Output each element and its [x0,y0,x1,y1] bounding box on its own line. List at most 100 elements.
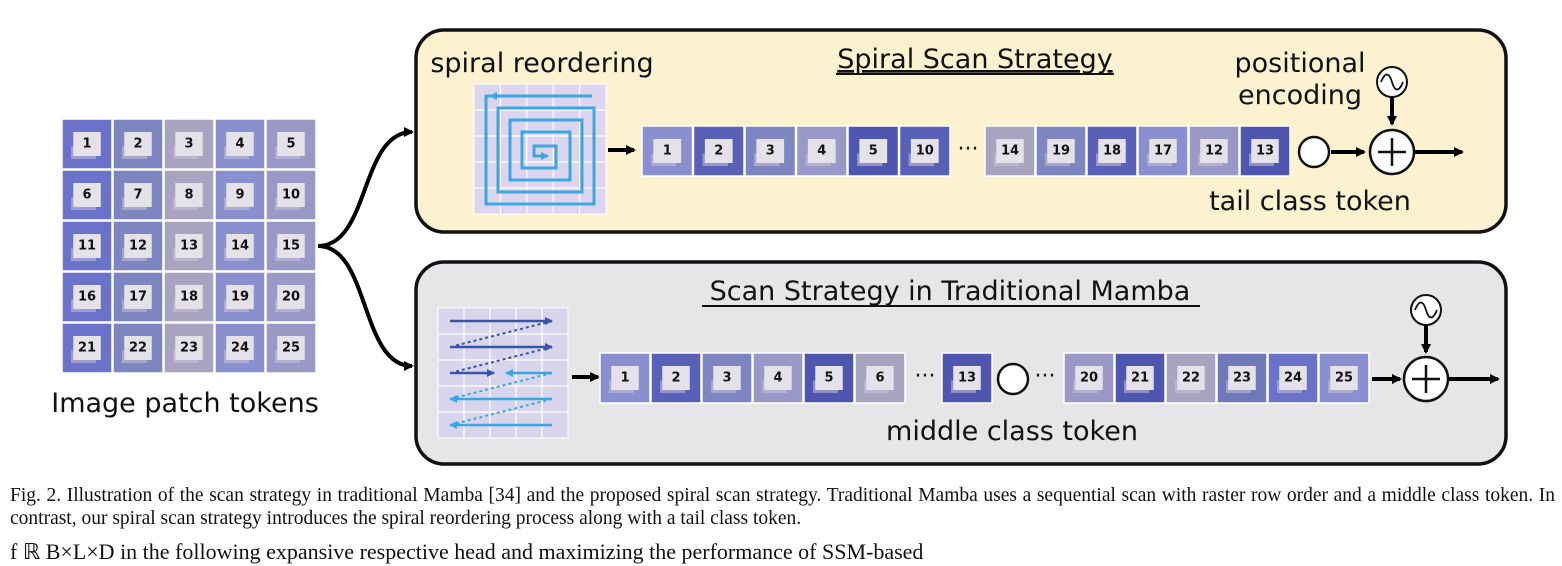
patch-number: 17 [129,290,147,305]
patch-tile: 13 [163,220,215,272]
tail-class-token [1297,135,1331,169]
branch-arrow-top [317,127,414,248]
sequence-token: 23 [1216,352,1268,404]
patch-number: 12 [129,239,147,254]
patch-number: 24 [1284,371,1302,386]
patch-number: 10 [916,144,934,159]
middle-class-token [996,362,1030,396]
traditional-ellipsis-1: ··· [915,364,936,389]
patch-number: 12 [1205,144,1223,159]
patch-number: 21 [1131,371,1149,386]
patch-tile: 3 [163,118,215,170]
patch-number: 19 [1052,144,1070,159]
sequence-token: 3 [744,125,797,177]
patch-tile: 2 [112,118,164,170]
patch-number: 16 [78,290,96,305]
spiral-reordering-label: spiral reordering [430,48,653,79]
patch-number: 18 [180,290,198,305]
patch-tile: 9 [214,169,266,221]
sequence-token: 24 [1267,352,1319,404]
sequence-token: 22 [1165,352,1217,404]
patch-number: 3 [766,144,775,159]
patch-number: 14 [1001,144,1019,159]
traditional-ellipsis-2: ··· [1035,364,1056,389]
sequence-token: 4 [795,125,848,177]
patch-tile: 22 [112,322,164,374]
sequence-token: 25 [1318,352,1370,404]
sequence-token: 2 [650,352,702,404]
patch-tile: 8 [163,169,215,221]
patch-number: 22 [129,341,147,356]
positional-encoding-label-line1: positional [1235,48,1366,79]
sequence-token: 5 [847,125,900,177]
plus-icon-bottom [1412,365,1440,393]
patch-number: 13 [1256,144,1274,159]
patch-number: 21 [78,341,96,356]
traditional-token-sequence-tail: 20 21 22 23 24 25 [1063,352,1370,404]
patch-number: 1 [620,371,629,386]
patch-tile: 20 [265,271,317,323]
patch-number: 20 [282,290,300,305]
patch-number: 7 [133,188,142,203]
patch-number: 23 [180,341,198,356]
patch-tile: 7 [112,169,164,221]
patch-tile: 17 [112,271,164,323]
sine-wave [1380,73,1404,91]
patch-tile: 10 [265,169,317,221]
sequence-token: 4 [752,352,804,404]
patch-number: 2 [133,137,142,152]
patch-number: 15 [282,239,300,254]
patch-number: 23 [1233,371,1251,386]
patch-number: 8 [184,188,193,203]
patch-number: 25 [282,341,300,356]
patch-number: 22 [1182,371,1200,386]
patch-tile: 12 [112,220,164,272]
patch-number: 25 [1335,371,1353,386]
spiral-ellipsis: ··· [958,137,979,162]
sequence-token: 1 [641,125,694,177]
patch-number: 3 [184,137,193,152]
sequence-token: 17 [1137,125,1189,177]
body-text-fragment: f ℝ B×L×D in the following expansive res… [10,539,924,564]
spiral-reordering-grid [473,83,607,215]
sequence-token: 3 [701,352,753,404]
tail-class-token-label: tail class token [1209,186,1411,217]
plus-icon [1378,138,1406,166]
patch-number: 9 [235,188,244,203]
patch-number: 11 [78,239,96,254]
patch-tile: 16 [61,271,113,323]
patch-tile: 21 [61,322,113,374]
patch-number: 6 [82,188,91,203]
patch-number: 1 [663,144,672,159]
sine-wave-bottom [1414,301,1438,319]
sequence-token: 1 [599,352,651,404]
spiral-panel-title: Spiral Scan Strategy [837,44,1112,75]
patch-tile: 19 [214,271,266,323]
patch-number: 14 [231,239,249,254]
sequence-token: 6 [854,352,906,404]
raster-scan-grid [437,307,569,439]
patch-tile: 24 [214,322,266,374]
patch-number: 24 [231,341,249,356]
image-patch-tokens-label: Image patch tokens [51,388,319,419]
patch-number: 20 [1080,371,1098,386]
sequence-token: 20 [1063,352,1115,404]
patch-number: 4 [235,137,244,152]
sequence-token: 13 [941,352,993,404]
patch-tile: 6 [61,169,113,221]
patch-number: 4 [773,371,782,386]
sequence-token: 5 [803,352,855,404]
patch-tile: 11 [61,220,113,272]
patch-number: 2 [671,371,680,386]
sequence-token: 18 [1086,125,1138,177]
patch-tile: 18 [163,271,215,323]
patch-number: 10 [282,188,300,203]
traditional-panel-title: Scan Strategy in Traditional Mamba [710,276,1191,307]
figure-caption: Fig. 2. Illustration of the scan strateg… [10,485,1555,529]
patch-tile: 1 [61,118,113,170]
patch-number: 18 [1103,144,1121,159]
